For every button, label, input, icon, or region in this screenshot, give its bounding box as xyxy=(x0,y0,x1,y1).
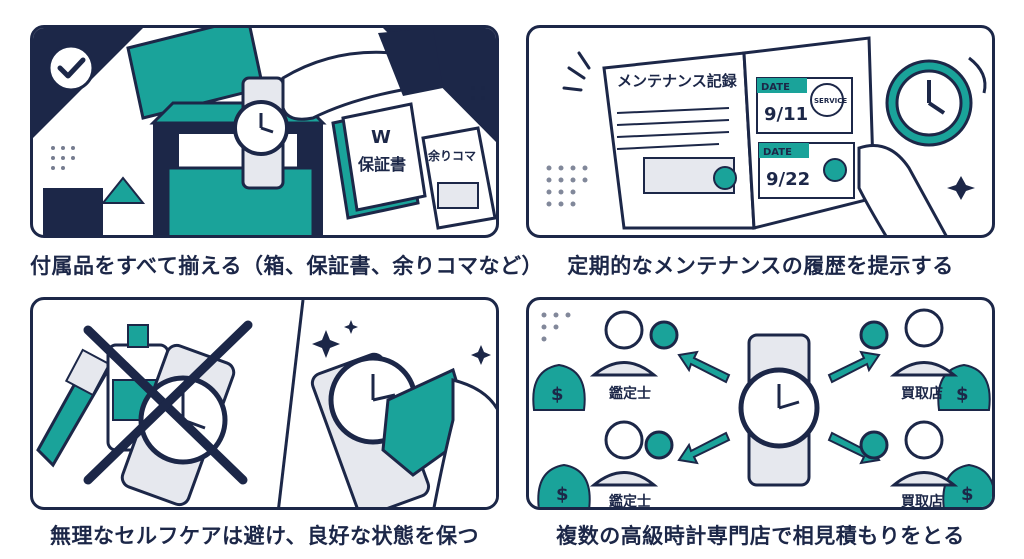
accessories-illustration: W 保証書 余りコマ xyxy=(33,28,496,235)
hand-icon xyxy=(432,378,496,507)
date-value-2: 9/22 xyxy=(766,169,810,190)
caption-self-care: 無理なセルフケアは避け、良好な状態を保つ xyxy=(50,524,479,548)
panel-self-care xyxy=(30,297,499,510)
appraiser-label-top: 鑑定士 xyxy=(609,385,651,402)
magnifier-icon xyxy=(649,320,679,350)
money-bag-icon: $ xyxy=(942,463,992,507)
date-label-2: DATE xyxy=(763,147,792,158)
spare-links-label: 余りコマ xyxy=(427,148,476,163)
date-label-1: DATE xyxy=(761,82,790,93)
appraiser-icon xyxy=(589,420,674,487)
prohibited-x-icon xyxy=(83,320,253,485)
panel-maintenance: メンテナンス記録 DATE 9/11 SERVICE DATE 9/22 xyxy=(526,25,995,238)
shop-label-top: 買取店 xyxy=(901,385,943,402)
svg-text:$: $ xyxy=(551,384,564,405)
money-bag-icon: $ xyxy=(532,363,586,411)
hand-icon xyxy=(281,28,443,121)
svg-text:$: $ xyxy=(956,384,969,405)
appraiser-icon xyxy=(589,310,679,377)
wristwatch-icon xyxy=(233,76,289,190)
spare-links-bag-icon: 余りコマ xyxy=(421,126,496,230)
watch-box-icon xyxy=(126,28,327,235)
maintenance-illustration: メンテナンス記録 DATE 9/11 SERVICE DATE 9/22 xyxy=(546,36,987,235)
hand-icon xyxy=(857,144,948,235)
arrow-icon xyxy=(677,350,731,384)
shop-label-bottom: 買取店 xyxy=(901,493,943,510)
service-stamp-label: SERVICE xyxy=(814,97,847,105)
warranty-label: 保証書 xyxy=(357,155,406,174)
caption-maintenance: 定期的なメンテナンスの履歴を提示する xyxy=(567,254,954,278)
magnifier-icon xyxy=(644,430,674,460)
buyer-icon xyxy=(859,308,959,377)
service-stamp-icon xyxy=(810,83,844,117)
caption-accessories: 付属品をすべて揃える（箱、保証書、余りコマなど） xyxy=(30,254,544,278)
quotes-illustration: $ $ $ $ xyxy=(532,308,992,510)
arrow-icon xyxy=(677,431,731,465)
panel-accessories: W 保証書 余りコマ xyxy=(30,25,499,238)
self-care-illustration xyxy=(36,300,496,507)
warranty-badge-label: W xyxy=(371,127,391,148)
money-bag-icon: $ xyxy=(537,463,591,507)
panel-quotes: $ $ $ $ xyxy=(526,297,995,510)
date-value-1: 9/11 xyxy=(764,104,808,125)
buyer-icon xyxy=(859,420,959,487)
toothbrush-icon xyxy=(36,348,111,468)
gear-icon xyxy=(713,166,737,190)
caption-quotes: 複数の高級時計専門店で相見積もりをとる xyxy=(556,524,965,548)
magnifier-icon xyxy=(859,320,889,350)
svg-text:$: $ xyxy=(961,484,974,505)
appraiser-label-bottom: 鑑定士 xyxy=(609,493,651,510)
checkmark-icon xyxy=(47,44,95,92)
book-title: メンテナンス記録 xyxy=(617,72,738,90)
sparkle-icon xyxy=(312,320,491,365)
warranty-card-icon: W 保証書 xyxy=(331,102,427,220)
svg-text:$: $ xyxy=(556,484,569,505)
gear-icon xyxy=(823,158,847,182)
magnifier-icon xyxy=(859,430,889,460)
wristwatch-icon xyxy=(738,333,820,487)
arrow-icon xyxy=(827,350,881,384)
clock-icon xyxy=(885,56,987,147)
maintenance-book-icon: メンテナンス記録 DATE 9/11 SERVICE DATE 9/22 xyxy=(602,36,876,230)
